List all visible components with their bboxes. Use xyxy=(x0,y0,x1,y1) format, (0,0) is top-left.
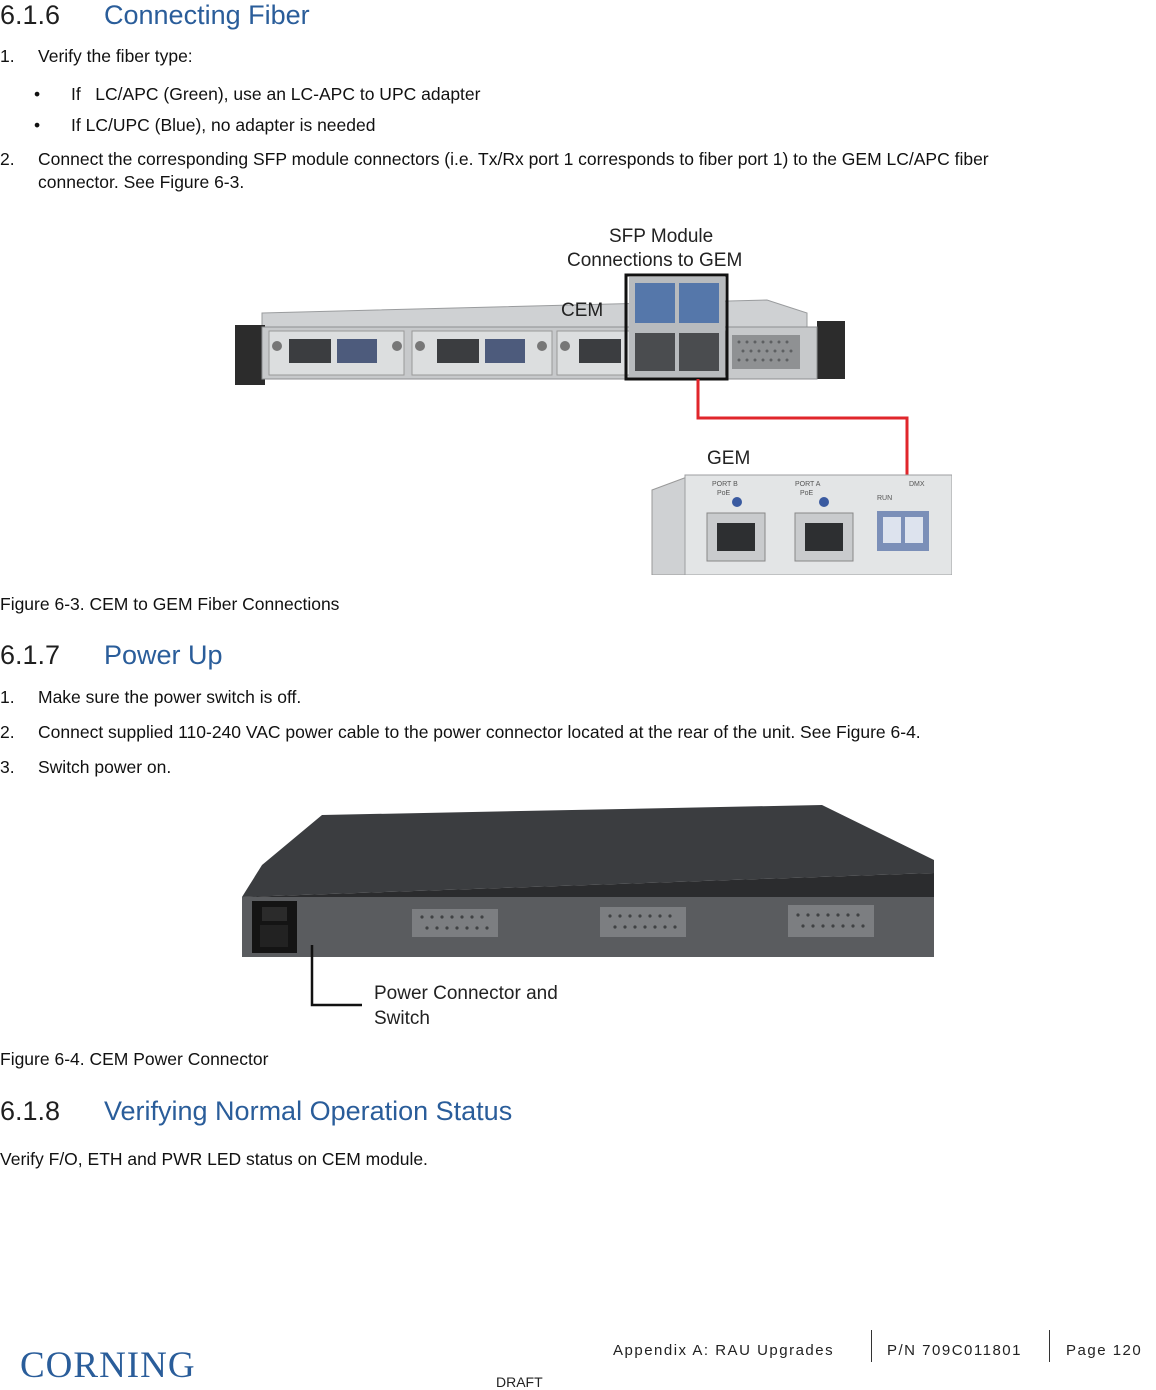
corning-logo: CORNING xyxy=(20,1345,196,1386)
step-text: Verify the fiber type: xyxy=(38,46,193,66)
step-text: Make sure the power switch is off. xyxy=(38,687,302,707)
footer-divider xyxy=(1049,1330,1050,1362)
section-number: 6.1.8 xyxy=(0,1096,61,1126)
step-text: Connect supplied 110-240 VAC power cable… xyxy=(38,722,921,742)
step-text: Connect the corresponding SFP module con… xyxy=(38,149,989,169)
power-label-line2: Switch xyxy=(374,1008,430,1029)
gem-port-label: RUN xyxy=(877,495,893,502)
section-title: Connecting Fiber xyxy=(104,0,310,30)
step-number: 3. xyxy=(0,757,15,777)
bullet-text: If LC/UPC (Blue), no adapter is needed xyxy=(71,115,376,135)
connection-line xyxy=(696,379,909,502)
body-text: Verify F/O, ETH and PWR LED status on CE… xyxy=(0,1149,428,1169)
section-title: Verifying Normal Operation Status xyxy=(104,1096,513,1126)
bullet-mark: • xyxy=(34,115,41,135)
figure-cem-gem: SFP Module Connections to GEM CEM GEM PO… xyxy=(207,215,953,576)
gem-port-label: PORT B xyxy=(712,481,738,488)
section-title: Power Up xyxy=(104,640,223,670)
section-number: 6.1.7 xyxy=(0,640,61,670)
figure-caption: Figure 6-3. CEM to GEM Fiber Connections xyxy=(0,594,340,614)
step-text: Switch power on. xyxy=(38,757,172,777)
step-number: 2. xyxy=(0,722,15,742)
footer-divider xyxy=(871,1330,872,1362)
footer-part-number: P/N 709C011801 xyxy=(887,1342,1022,1359)
step-number: 2. xyxy=(0,149,15,169)
footer-page-number: Page 120 xyxy=(1066,1342,1143,1359)
footer-appendix: Appendix A: RAU Upgrades xyxy=(613,1342,835,1359)
draft-watermark: DRAFT xyxy=(496,1374,543,1390)
bullet-mark: • xyxy=(34,84,41,104)
gem-label: GEM xyxy=(707,448,751,469)
bullet-text: If LC/APC (Green), use an LC-APC to UPC … xyxy=(71,84,481,104)
sfp-label-line1: SFP Module xyxy=(609,226,714,247)
step-number: 1. xyxy=(0,687,15,707)
step-text-continued: connector. See Figure 6-3. xyxy=(38,172,245,192)
gem-port-label: PoE xyxy=(717,490,731,497)
cem-label: CEM xyxy=(561,300,604,321)
sfp-label-line2: Connections to GEM xyxy=(567,250,743,271)
callout-line xyxy=(310,945,362,1007)
figure-caption: Figure 6-4. CEM Power Connector xyxy=(0,1049,269,1069)
gem-port-label: PORT A xyxy=(795,481,821,488)
section-number: 6.1.6 xyxy=(0,0,61,30)
cem-rear-photo xyxy=(242,805,934,1007)
cem-gem-photo xyxy=(235,273,953,576)
sfp-highlight-box xyxy=(624,273,729,381)
power-label-line1: Power Connector and xyxy=(374,983,558,1004)
gem-port-label: PoE xyxy=(800,490,814,497)
figure-power-connector: Power Connector and Switch xyxy=(222,805,937,1030)
step-number: 1. xyxy=(0,46,15,66)
gem-port-label: DMX xyxy=(909,481,925,488)
